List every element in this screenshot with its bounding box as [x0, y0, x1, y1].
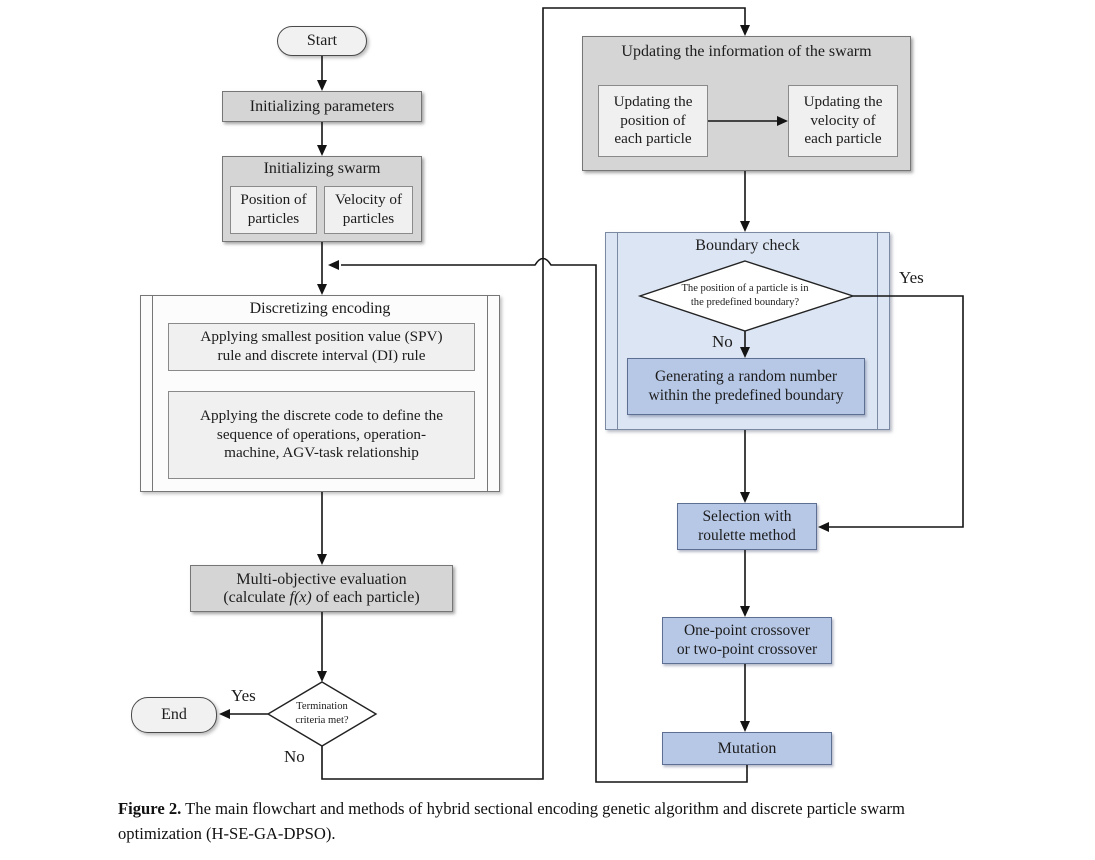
- multi-objective-line2: (calculate f(x) of each particle): [223, 589, 419, 607]
- arrowhead-initparams: [317, 80, 327, 91]
- figure-caption: Figure 2. The main flowchart and methods…: [118, 797, 984, 847]
- spv-rule-box: Applying smallest position value (SPV) r…: [168, 323, 475, 371]
- updating-swarm-title: Updating the information of the swarm: [621, 43, 872, 60]
- discretizing-encoding-title: Discretizing encoding: [249, 300, 391, 317]
- arrowhead-mutation-loop: [328, 260, 339, 270]
- boundary-check-title: Boundary check: [695, 237, 800, 254]
- arrowhead-crossover: [740, 606, 750, 617]
- discrete-code-box: Applying the discrete code to define the…: [168, 391, 475, 479]
- boundary-yes-label: Yes: [899, 268, 924, 287]
- multi-objective-pre: (calculate: [223, 588, 290, 606]
- multi-objective-line1: Multi-objective evaluation: [236, 570, 407, 588]
- arrowhead-selection-yes: [818, 522, 829, 532]
- arrowhead-termination: [317, 671, 327, 682]
- arrowhead-mutation: [740, 721, 750, 732]
- boundary-question: The position of a particle is in the pre…: [681, 282, 809, 308]
- multi-objective-post: of each particle): [311, 588, 420, 606]
- arrowhead-selection: [740, 492, 750, 503]
- multi-objective-fx: f(x): [289, 588, 312, 606]
- velocity-of-particles-box: Velocity of particles: [324, 186, 413, 234]
- position-of-particles-box: Position of particles: [230, 186, 317, 234]
- termination-no-label: No: [284, 747, 305, 766]
- arrowhead-boundary: [740, 221, 750, 232]
- initializing-parameters-box: Initializing parameters: [222, 91, 422, 122]
- arrowhead-end: [219, 709, 230, 719]
- figure-caption-text: The main flowchart and methods of hybrid…: [118, 799, 905, 843]
- multi-objective-evaluation-box: Multi-objective evaluation (calculate f(…: [190, 565, 453, 612]
- initializing-swarm-title: Initializing swarm: [263, 160, 381, 177]
- termination-yes-label: Yes: [231, 686, 256, 705]
- termination-question: Termination criteria met?: [295, 700, 349, 726]
- updating-position-box: Updating the position of each particle: [598, 85, 708, 157]
- crossover-box: One-point crossover or two-point crossov…: [662, 617, 832, 664]
- generating-random-number-box: Generating a random number within the pr…: [627, 358, 865, 415]
- mutation-box: Mutation: [662, 732, 832, 765]
- selection-roulette-box: Selection with roulette method: [677, 503, 817, 550]
- updating-velocity-box: Updating the velocity of each particle: [788, 85, 898, 157]
- arrowhead-initswarm: [317, 145, 327, 156]
- figure-caption-label: Figure 2.: [118, 799, 182, 818]
- arrowhead-discretizing: [317, 284, 327, 295]
- start-node: Start: [277, 26, 367, 56]
- boundary-no-label: No: [712, 332, 733, 351]
- arrowhead-multiobjective: [317, 554, 327, 565]
- end-node: End: [131, 697, 217, 733]
- arrowhead-updating: [740, 25, 750, 36]
